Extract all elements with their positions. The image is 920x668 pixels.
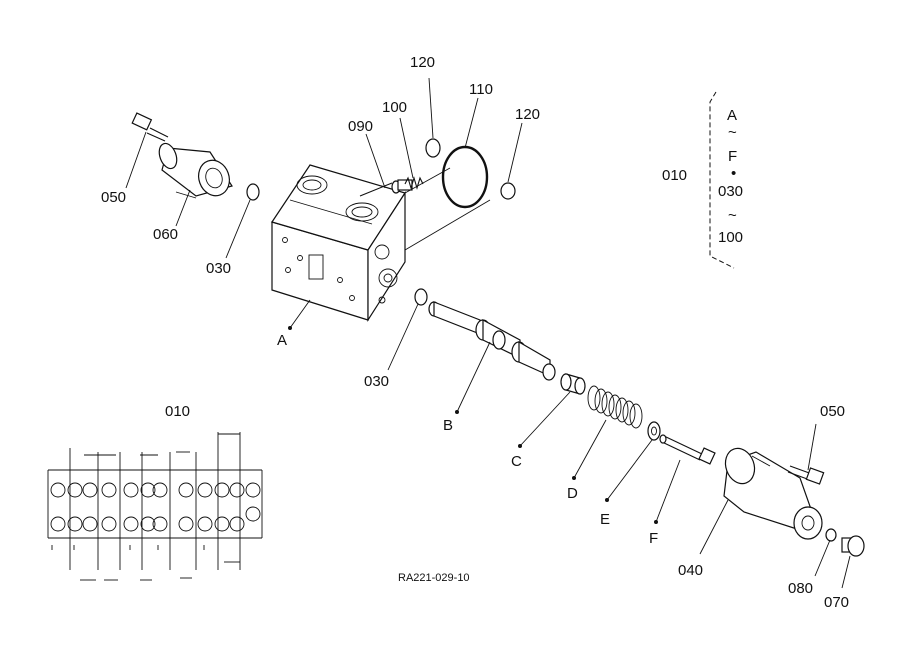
set-bracket <box>709 91 735 269</box>
set-range-line7: 100 <box>718 229 743 246</box>
label-d: D <box>567 485 578 502</box>
label-a: A <box>277 332 287 349</box>
o-ring-080 <box>825 528 837 542</box>
leader-lines <box>125 77 851 589</box>
set-range-line2: ~ <box>728 124 737 141</box>
bolt-050-right <box>787 465 825 485</box>
label-120-right: 120 <box>515 106 540 123</box>
washer-e <box>647 421 661 441</box>
label-010-inset: 010 <box>165 403 190 420</box>
set-range-line1: A <box>727 107 737 124</box>
label-010-main: 010 <box>662 167 687 184</box>
label-050-right: 050 <box>820 403 845 420</box>
label-120-left: 120 <box>410 54 435 71</box>
inset-valve-stack <box>47 432 263 581</box>
bolt-050-left <box>131 112 169 142</box>
label-070: 070 <box>824 594 849 611</box>
o-ring-120-right <box>500 182 516 200</box>
bolt-f <box>659 434 716 465</box>
label-100: 100 <box>382 99 407 116</box>
o-ring-110 <box>441 145 489 209</box>
label-040: 040 <box>678 562 703 579</box>
label-080: 080 <box>788 580 813 597</box>
valve-body-part-a <box>271 164 406 323</box>
set-range-line4: • <box>731 165 736 182</box>
set-range-line5: 030 <box>718 183 743 200</box>
set-range-line3: F <box>728 148 737 165</box>
o-ring-120-left <box>425 138 441 158</box>
cap-040 <box>723 447 823 540</box>
spring-d <box>587 385 643 429</box>
label-050-left: 050 <box>101 189 126 206</box>
label-090: 090 <box>348 118 373 135</box>
label-030-top: 030 <box>206 260 231 277</box>
o-ring-030-left <box>246 183 260 201</box>
label-030-mid: 030 <box>364 373 389 390</box>
label-110: 110 <box>469 81 493 98</box>
label-f: F <box>649 530 658 547</box>
spring-100 <box>404 176 424 190</box>
set-range-line6: ~ <box>728 207 737 224</box>
plug-070 <box>841 535 865 557</box>
label-c: C <box>511 453 522 470</box>
collar-c <box>560 373 586 395</box>
o-ring-030-right <box>414 288 428 306</box>
cap-060 <box>158 142 233 199</box>
label-e: E <box>600 511 610 528</box>
label-060: 060 <box>153 226 178 243</box>
reference-code: RA221-029-10 <box>398 572 470 584</box>
spool-b <box>428 301 556 381</box>
label-b: B <box>443 417 453 434</box>
